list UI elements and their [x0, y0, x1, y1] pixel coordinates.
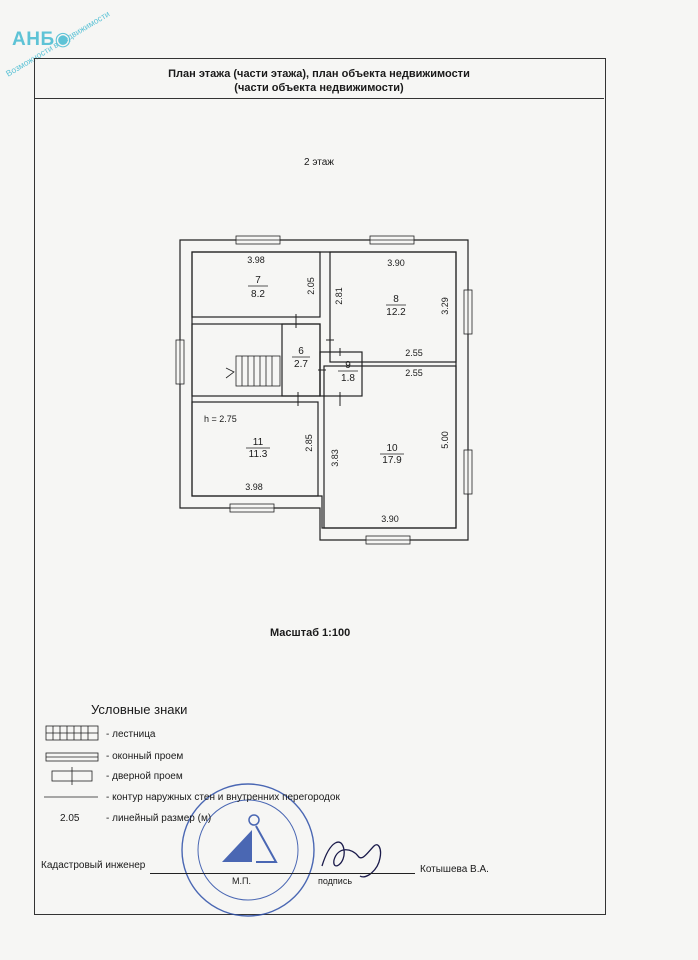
legend-dimension-sample: 2.05: [60, 813, 80, 824]
title-line-2: (части объекта недвижимости): [234, 82, 404, 94]
legend-window-symbol: [45, 752, 99, 762]
outer-wall: [179, 239, 469, 541]
legend-wall-label: - контур наружных стен и внутренних пере…: [106, 792, 340, 803]
legend-window-label: - оконный проем: [106, 751, 184, 762]
room-6-number: 6: [298, 346, 304, 357]
room-7-outline: [191, 251, 321, 318]
room-6-area: 2.7: [294, 359, 308, 370]
room-8-number: 8: [393, 294, 399, 305]
document-header: План этажа (части этажа), план объекта н…: [34, 58, 604, 99]
engineer-role: Кадастровый инженер: [41, 860, 146, 871]
room-7-number: 7: [255, 275, 261, 286]
signature-line: [150, 873, 415, 874]
dim-r8-left: 2.81: [334, 287, 344, 305]
signature-label: подпись: [318, 876, 353, 886]
floor-label: 2 этаж: [304, 157, 334, 168]
signature: [321, 841, 382, 878]
document-frame: [34, 58, 606, 915]
legend-stairs-label: - лестница: [106, 729, 156, 740]
room-11-number: 11: [253, 437, 264, 448]
ceiling-height-note: h = 2.75: [204, 414, 237, 424]
dim-r10-top: 2.55: [405, 368, 423, 378]
legend-dimension-label: - линейный размер (м): [106, 813, 212, 824]
room-11-area: 11.3: [249, 449, 268, 460]
dim-r8-bottom: 2.55: [405, 348, 423, 358]
stamp-label: М.П.: [232, 876, 251, 886]
agency-logo: АНБ◉: [12, 29, 72, 50]
dim-r11-right: 2.85: [304, 434, 314, 452]
room-9-number: 9: [345, 360, 351, 371]
window-openings: [175, 235, 473, 545]
stair-symbol: [225, 355, 281, 387]
room-7-area: 8.2: [251, 289, 265, 300]
legend-title: Условные знаки: [91, 702, 188, 717]
dim-r11-bottom: 3.98: [245, 482, 263, 492]
room-9-area: 1.8: [341, 373, 355, 384]
room-8-outline: [329, 251, 457, 363]
room-10-outline: [323, 365, 457, 529]
dim-r7-top: 3.98: [247, 255, 265, 265]
dim-r10-right: 5.00: [440, 431, 450, 449]
room-10-number: 10: [386, 443, 398, 454]
room-11-outline: [191, 401, 319, 497]
location-pin-icon: ◉: [54, 29, 72, 50]
dim-r7-right: 2.05: [306, 277, 316, 295]
dim-r8-top: 3.90: [387, 258, 405, 268]
room-10-area: 17.9: [382, 455, 402, 466]
legend-door-symbol: [51, 767, 93, 785]
legend-stairs-symbol: [45, 725, 99, 741]
room-9-outline: [319, 351, 363, 397]
legend-door-label: - дверной проем: [106, 771, 183, 782]
dim-r10-left: 3.83: [330, 449, 340, 467]
room-8-area: 12.2: [386, 307, 406, 318]
door-openings: [295, 314, 341, 406]
dim-r10-bottom: 3.90: [381, 514, 399, 524]
engineer-name: Котышева В.А.: [420, 864, 489, 875]
dim-r8-right: 3.29: [440, 297, 450, 315]
title-line-1: План этажа (части этажа), план объекта н…: [168, 68, 470, 80]
seal-stamp: [181, 783, 315, 917]
scale-label: Масштаб 1:100: [270, 627, 351, 639]
